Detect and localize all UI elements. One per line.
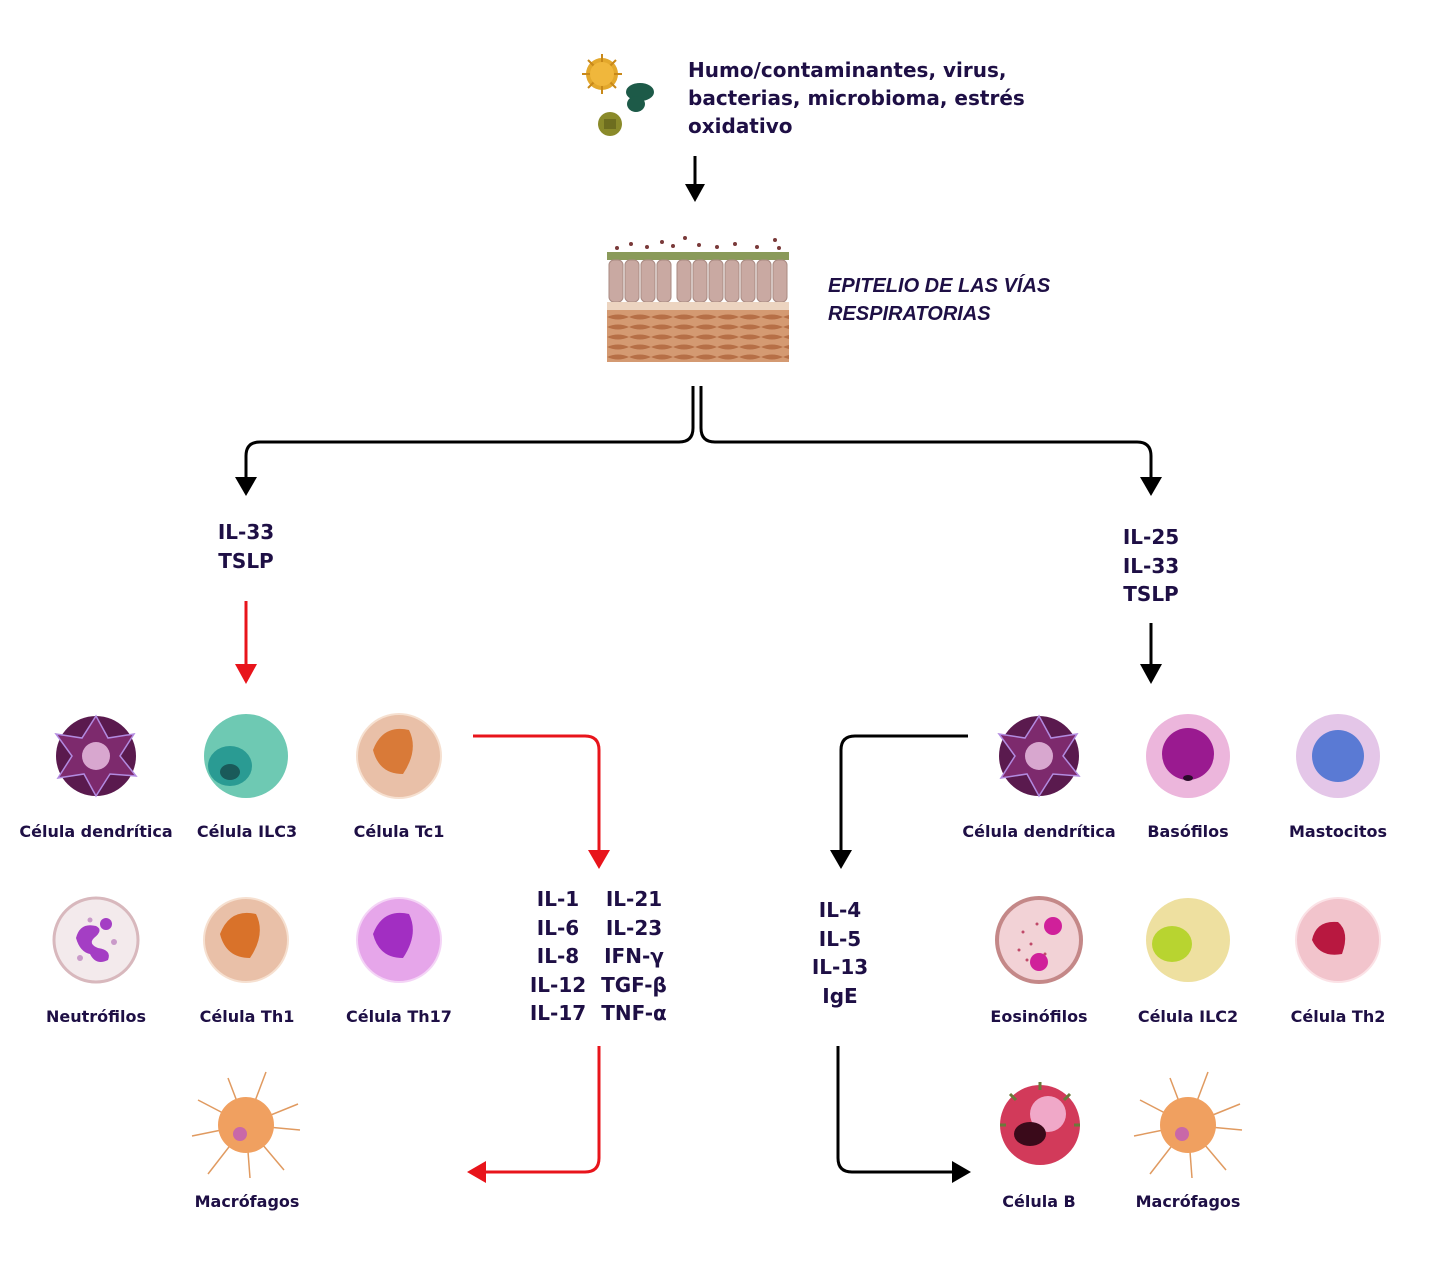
cytokine: IL-5: [818, 926, 862, 951]
cytokine: TGF-β: [601, 972, 667, 997]
cytokine: IL-23: [605, 915, 663, 940]
eosinophil-cell-icon: [995, 896, 1083, 984]
cell-eosinophil: [993, 894, 1085, 990]
cell-label: Célula dendrítica: [19, 822, 173, 841]
mast-cell-icon: [1296, 714, 1380, 798]
cytokine: TNF-α: [601, 1001, 667, 1025]
arrow-right-cytokines-to-bcell: [836, 1046, 971, 1183]
arrow-right-cells-to-cytokines: [830, 734, 968, 869]
cell-label: Célula Th17: [346, 1007, 452, 1026]
cell-mast: [1292, 710, 1384, 806]
cell-label: Célula Th2: [1290, 1007, 1386, 1026]
th2-cell-icon: [1295, 897, 1381, 983]
cytokine: IFN-γ: [604, 944, 664, 968]
epithelium-label-line: EPITELIO DE LAS VÍAS: [828, 275, 1051, 297]
epithelium-label-line: RESPIRATORIAS: [828, 303, 991, 325]
alarmin: TSLP: [1123, 582, 1179, 606]
alarmin: IL-33: [1122, 553, 1180, 578]
neutrophil-cell-icon: [52, 896, 140, 984]
cell-macrophage-right: [1130, 1070, 1246, 1184]
cell-th2: [1292, 894, 1384, 990]
macrophage-cell-icon: [1133, 1071, 1243, 1179]
arrowhead-left-branch: [235, 477, 257, 496]
arrow-left-cells-to-cytokines: [473, 734, 610, 869]
cell-label: Basófilos: [1147, 822, 1229, 841]
pollen-icon: [582, 54, 622, 94]
virus-icon: [598, 112, 622, 136]
cell-macrophage-left: [188, 1070, 304, 1184]
tc1-cell-icon: [356, 713, 442, 799]
alarmin: IL-25: [1122, 525, 1180, 549]
cell-ilc3: [200, 710, 292, 806]
cytokine: IL-1: [536, 887, 580, 911]
arrow-right-alarmins-to-cells: [1140, 623, 1162, 684]
cell-th1: [200, 894, 292, 990]
cell-bcell: [996, 1080, 1084, 1174]
cell-label: Célula Th1: [199, 1007, 295, 1026]
arrow-left-alarmins-to-cells: [235, 601, 257, 684]
arrow-epithelium-split: [244, 386, 1153, 478]
cytokine: IgE: [822, 983, 858, 1008]
dendritic-cell-icon: [997, 714, 1081, 798]
ilc2-cell-icon: [1146, 898, 1230, 982]
epithelium-label: EPITELIO DE LAS VÍAS RESPIRATORIAS: [828, 272, 1050, 328]
cell-label: Célula ILC3: [196, 822, 298, 841]
cytokine: IL-4: [818, 898, 862, 922]
cell-th17: [353, 894, 445, 990]
trigger-icons: [580, 52, 660, 142]
cytokine: IL-12: [529, 972, 587, 997]
cytokine: IL-13: [811, 955, 869, 979]
arrowhead-right-branch: [1140, 477, 1162, 496]
left-alarmins: IL-33 TSLP: [196, 518, 296, 575]
alarmin: IL-33: [217, 520, 275, 544]
cell-label: Neutrófilos: [45, 1007, 147, 1026]
macrophage-cell-icon: [191, 1071, 301, 1179]
cell-label: Mastocitos: [1288, 822, 1387, 841]
cell-label: Eosinófilos: [990, 1007, 1088, 1026]
triggers-text-line: oxidativo: [688, 114, 793, 138]
left-cytokines-col1: IL-1 IL-6 IL-8 IL-12 IL-17: [528, 885, 588, 1028]
cytokine: IL-17: [529, 1001, 587, 1025]
cell-label: Célula B: [1002, 1192, 1076, 1211]
cytokine: IL-6: [536, 915, 580, 940]
basophil-cell-icon: [1146, 714, 1230, 798]
cell-neutrophil: [50, 894, 142, 990]
triggers-text-line: Humo/contaminantes, virus,: [688, 58, 1007, 82]
cell-label: Célula ILC2: [1137, 1007, 1239, 1026]
cell-dendritic-left: [50, 710, 142, 806]
cytokine: IL-8: [536, 944, 580, 968]
ilc3-cell-icon: [204, 714, 288, 798]
th17-cell-icon: [356, 897, 442, 983]
cell-label: Célula Tc1: [353, 822, 445, 841]
cell-label: Macrófagos: [194, 1192, 300, 1211]
alarmin: TSLP: [218, 548, 274, 573]
epithelium-illustration: [607, 232, 789, 362]
arrow-left-cytokines-to-macrophage: [467, 1046, 601, 1183]
cell-tc1: [353, 710, 445, 806]
left-cytokines-col2: IL-21 IL-23 IFN-γ TGF-β TNF-α: [598, 885, 670, 1028]
triggers-text-line: bacterias, microbioma, estrés: [688, 86, 1025, 110]
cell-label: Célula dendrítica: [962, 822, 1116, 841]
cell-label: Macrófagos: [1135, 1192, 1241, 1211]
cell-dendritic-right: [993, 710, 1085, 806]
cytokine: IL-21: [605, 887, 663, 911]
dendritic-cell-icon: [54, 714, 138, 798]
arrow-triggers-to-epithelium: [685, 156, 705, 202]
bacteria-icon: [626, 83, 654, 112]
bcell-icon: [1000, 1082, 1080, 1165]
right-alarmins: IL-25 IL-33 TSLP: [1101, 523, 1201, 609]
right-cytokines: IL-4 IL-5 IL-13 IgE: [800, 896, 880, 1010]
cell-basophil: [1142, 710, 1234, 806]
triggers-text: Humo/contaminantes, virus, bacterias, mi…: [688, 56, 1025, 140]
th1-cell-icon: [203, 897, 289, 983]
cell-ilc2: [1142, 894, 1234, 990]
